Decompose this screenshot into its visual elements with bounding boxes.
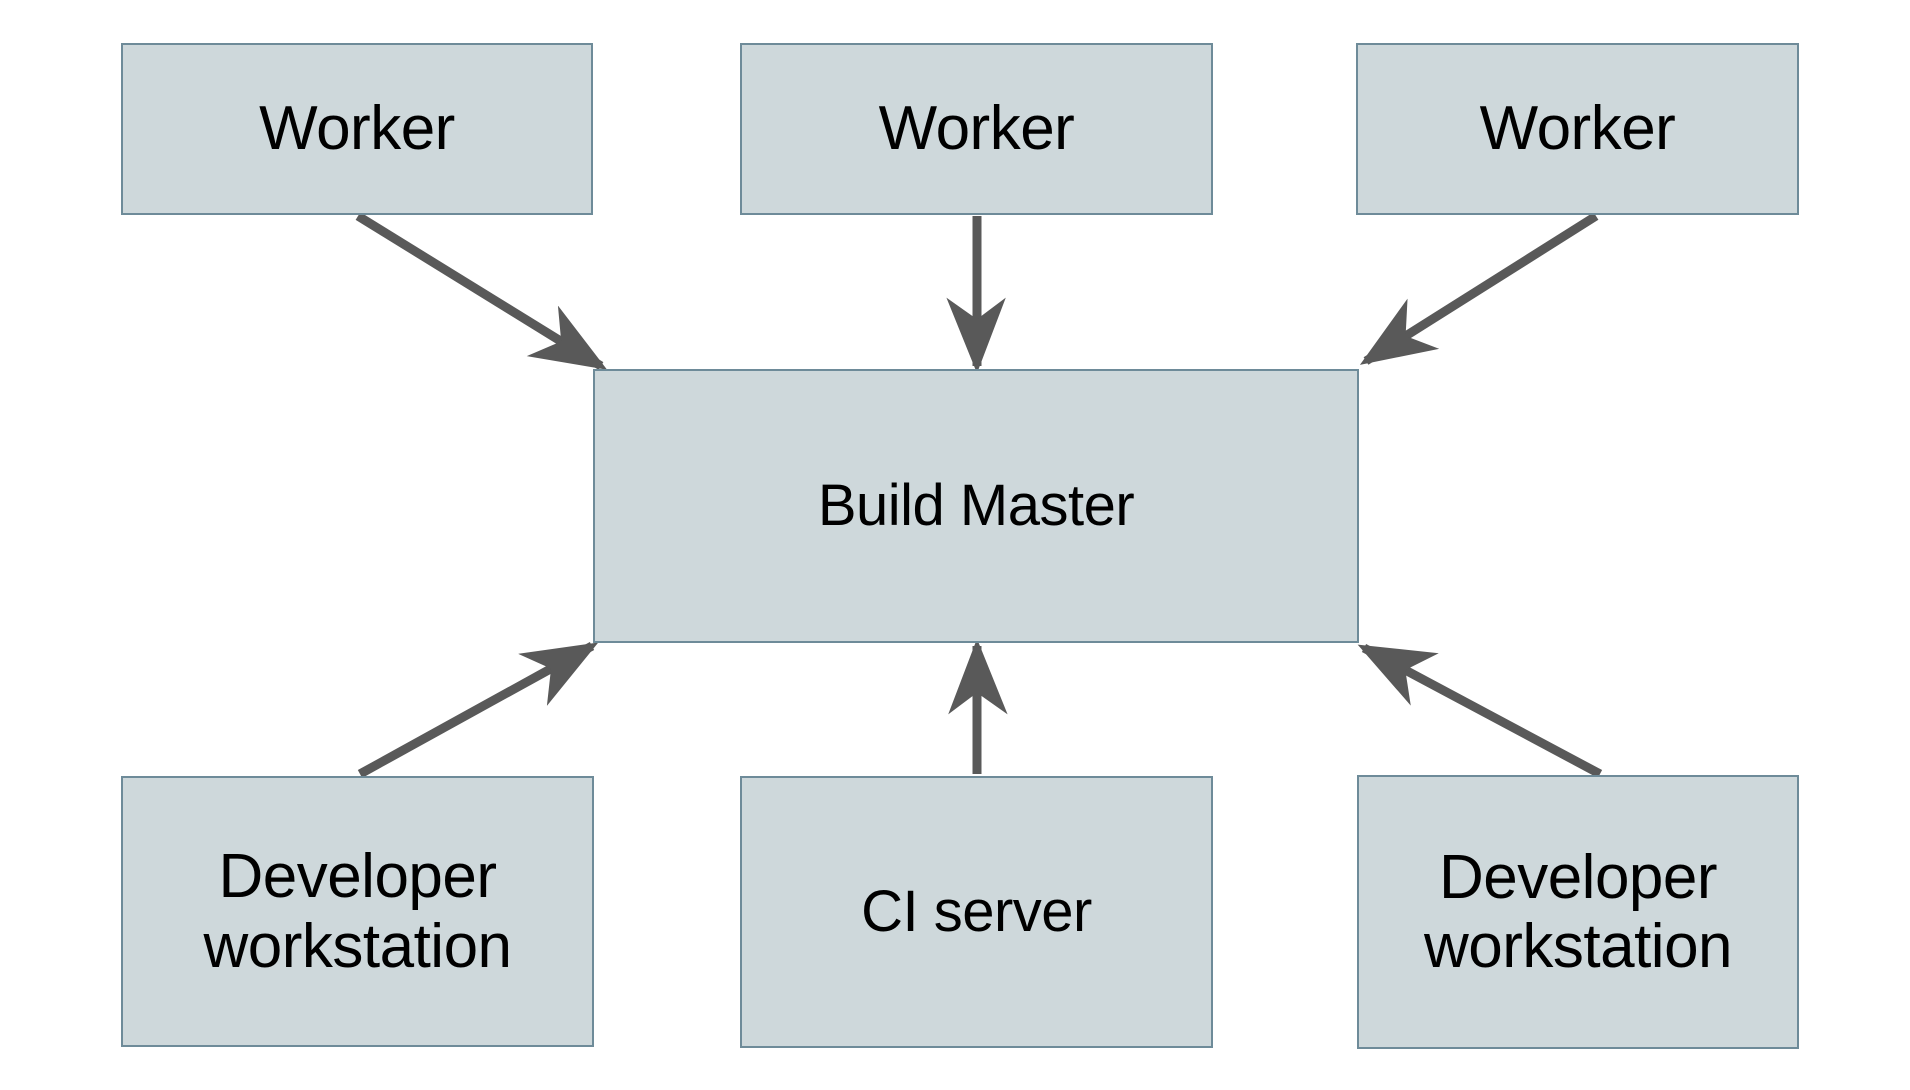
node-label-ci-server: CI server bbox=[861, 878, 1092, 944]
node-label-dev-workstation-left: Developer workstation bbox=[203, 842, 512, 981]
node-build-master[interactable]: Build Master bbox=[593, 369, 1359, 643]
node-worker-left[interactable]: Worker bbox=[121, 43, 593, 215]
edge-dev-right-to-master bbox=[1357, 644, 1603, 778]
edge-dev-left-to-master bbox=[357, 642, 599, 778]
node-ci-server[interactable]: CI server bbox=[740, 776, 1213, 1048]
node-label-worker-left: Worker bbox=[259, 94, 455, 164]
node-dev-workstation-left[interactable]: Developer workstation bbox=[121, 776, 594, 1047]
edge-worker-left-to-master bbox=[355, 212, 608, 370]
node-label-worker-center: Worker bbox=[878, 94, 1075, 164]
node-label-dev-workstation-right: Developer workstation bbox=[1423, 842, 1733, 981]
node-worker-center[interactable]: Worker bbox=[740, 43, 1213, 215]
edge-worker-right-to-master bbox=[1359, 212, 1599, 365]
node-label-worker-right: Worker bbox=[1479, 94, 1676, 164]
node-worker-right[interactable]: Worker bbox=[1356, 43, 1799, 215]
node-label-build-master: Build Master bbox=[817, 472, 1135, 538]
node-dev-workstation-right[interactable]: Developer workstation bbox=[1357, 775, 1799, 1049]
